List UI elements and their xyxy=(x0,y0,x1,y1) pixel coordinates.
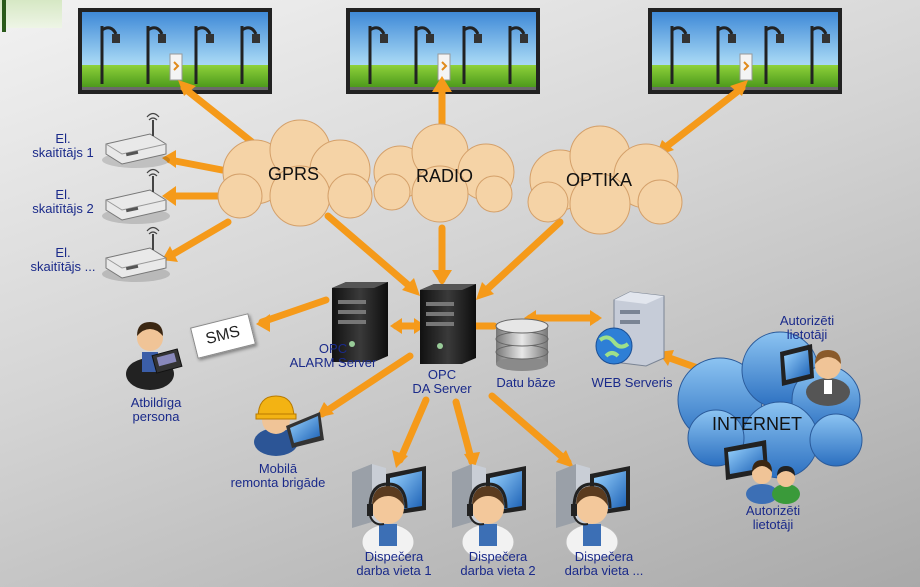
internet-label: INTERNET xyxy=(712,414,802,434)
mobile-repair-team-icon xyxy=(254,395,324,456)
gprs-cloud xyxy=(217,119,373,227)
dispatcher-workstation-icon xyxy=(556,464,630,560)
corner-decoration xyxy=(0,0,62,28)
opc-da-label-line1: OPC xyxy=(427,367,457,382)
electricity-meter-icon xyxy=(101,168,171,225)
lamp-controller-icon xyxy=(739,53,753,81)
lamp-controller-icon xyxy=(437,53,451,81)
responsible-label-line1: Atbildīga xyxy=(130,395,182,410)
opc-alarm-label-line1: OPC xyxy=(318,341,348,356)
dispatcher-1-label-line1: Dispečera xyxy=(364,549,424,564)
meter-1-label-line1: El. xyxy=(55,131,71,146)
mobile-label-line1: Mobilā xyxy=(258,461,298,476)
dispatcher-workstation-icon xyxy=(452,464,526,560)
dispatcher-1-label: Dispečera darba vieta 1 xyxy=(344,550,444,578)
responsible-person-icon xyxy=(126,322,183,390)
meter-1-label: El. skaitītājs 1 xyxy=(20,132,106,160)
auth-bottom-label-line1: Autorizēti xyxy=(745,503,801,518)
meter-2-label-line2: skaitītājs 2 xyxy=(32,201,94,216)
web-server-icon xyxy=(595,291,665,367)
authorized-users-top-icon xyxy=(780,344,850,406)
auth-top-label-line2: lietotāji xyxy=(786,327,828,342)
opc-da-server-icon xyxy=(420,284,476,364)
optika-cloud xyxy=(527,125,683,235)
gprs-label: GPRS xyxy=(268,164,320,184)
radio-label: RADIO xyxy=(416,166,474,186)
opc-da-server-label: OPC DA Server xyxy=(408,368,476,396)
radio-cloud xyxy=(373,123,515,223)
dispatcher-3-label-line2: darba vieta ... xyxy=(564,563,644,578)
responsible-label-line2: persona xyxy=(132,409,180,424)
authorized-users-top-label: Autorizēti lietotāji xyxy=(770,314,844,342)
electricity-meter-icon xyxy=(101,112,171,169)
lamp-controller-icon xyxy=(169,53,183,81)
meter-3-label-line2: skaitītājs ... xyxy=(30,259,96,274)
meter-1-label-line2: skaitītājs 1 xyxy=(32,145,94,160)
web-server-label: WEB Serveris xyxy=(591,375,673,390)
electricity-meter-icon xyxy=(101,226,171,283)
dispatcher-3-label: Dispečera darba vieta ... xyxy=(552,550,656,578)
internet-cloud xyxy=(677,331,863,479)
database-label: Datu bāze xyxy=(496,375,556,390)
authorized-users-bottom-label: Autorizēti lietotāji xyxy=(736,504,810,532)
auth-top-label-line1: Autorizēti xyxy=(779,313,835,328)
dispatcher-3-label-line1: Dispečera xyxy=(574,549,634,564)
meter-3-label-line1: El. xyxy=(55,245,71,260)
mobile-label-line2: remonta brigāde xyxy=(230,475,326,490)
dispatcher-2-label-line2: darba vieta 2 xyxy=(460,563,536,578)
dispatcher-2-label: Dispečera darba vieta 2 xyxy=(448,550,548,578)
corner-bar xyxy=(2,0,6,32)
authorized-users-bottom-icon xyxy=(724,440,800,504)
meter-2-label: El. skaitītājs 2 xyxy=(20,188,106,216)
opc-alarm-label-line2: ALARM Server xyxy=(289,355,377,370)
database-icon xyxy=(495,318,549,371)
dispatcher-2-label-line1: Dispečera xyxy=(468,549,528,564)
auth-bottom-label-line2: lietotāji xyxy=(752,517,794,532)
opc-alarm-server-label: OPC ALARM Server xyxy=(278,342,388,370)
responsible-person-label: Atbildīga persona xyxy=(118,396,194,424)
dispatcher-1-label-line2: darba vieta 1 xyxy=(356,563,432,578)
mobile-repair-team-label: Mobilā remonta brigāde xyxy=(222,462,334,490)
opc-da-label-line2: DA Server xyxy=(412,381,472,396)
meter-3-label: El. skaitītājs ... xyxy=(16,246,110,274)
dispatcher-workstation-icon xyxy=(352,464,426,560)
optika-label: OPTIKA xyxy=(566,170,633,190)
meter-2-label-line1: El. xyxy=(55,187,71,202)
